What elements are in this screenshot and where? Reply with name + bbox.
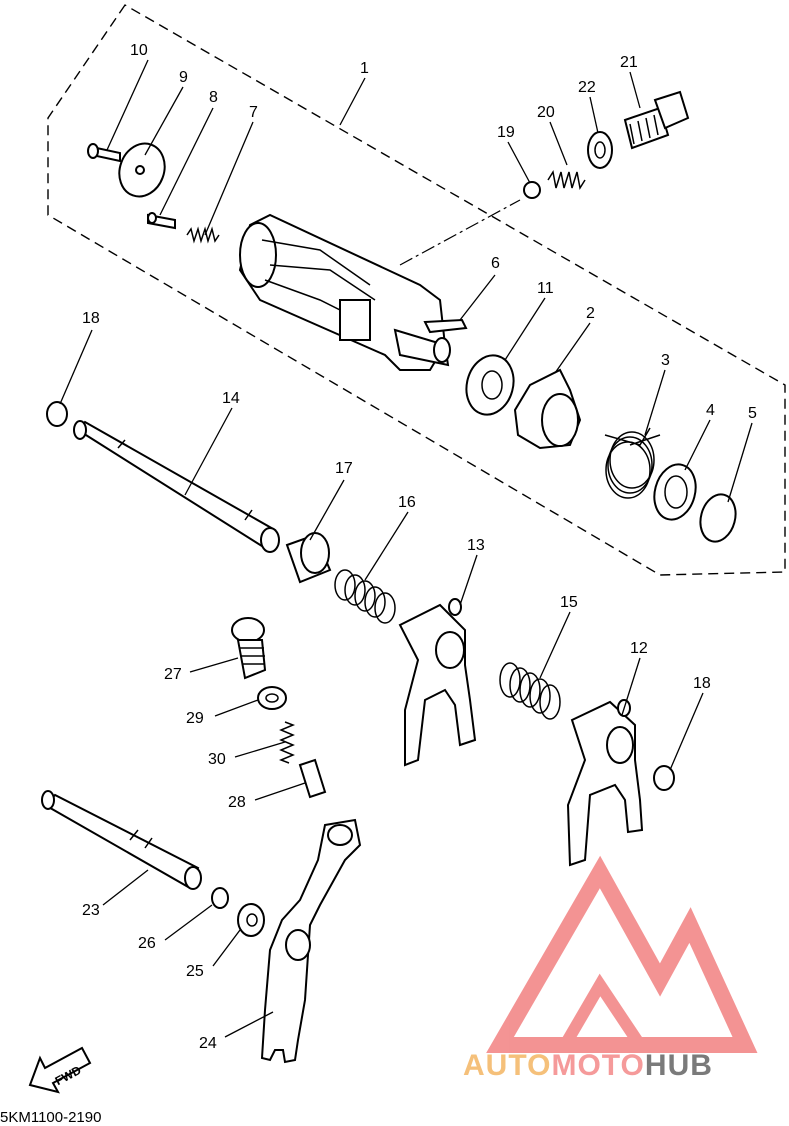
- watermark-moto: MOTO: [551, 1049, 644, 1082]
- watermark-text: AUTOMOTOHUB: [463, 1049, 713, 1082]
- callout-24: 24: [199, 1035, 217, 1052]
- callout-29: 29: [186, 710, 204, 727]
- washer-29: [257, 686, 287, 710]
- watermark-hub: HUB: [645, 1049, 713, 1082]
- callout-1: 1: [360, 60, 369, 77]
- shift-segment: [513, 368, 582, 450]
- callout-4: 4: [706, 402, 715, 419]
- watermark-logo-icon: [486, 855, 758, 1053]
- bolt-27: [231, 617, 267, 680]
- callout-14: 14: [222, 390, 240, 407]
- circlip-18-right: [653, 765, 675, 791]
- callout-10: 10: [130, 42, 148, 59]
- callout-25: 25: [186, 963, 204, 980]
- plug-bolt: [623, 90, 690, 150]
- spring-16: [334, 569, 396, 624]
- callout-12: 12: [630, 640, 648, 657]
- callout-5: 5: [748, 405, 757, 422]
- pin-28: [298, 758, 327, 799]
- callout-7: 7: [249, 104, 258, 121]
- callout-2: 2: [586, 305, 595, 322]
- callout-21: 21: [620, 54, 638, 71]
- shift-drum: [238, 213, 451, 371]
- callout-15: 15: [560, 594, 578, 611]
- leader-lines: [59, 59, 753, 1038]
- drum-axis: [399, 199, 521, 266]
- callout-30: 30: [208, 751, 226, 768]
- callout-16: 16: [398, 494, 416, 511]
- callout-28: 28: [228, 794, 246, 811]
- shift-fork-12: [566, 699, 644, 867]
- shift-fork-13: [398, 598, 477, 767]
- shift-fork-24: [260, 818, 362, 1064]
- callout-labels: 1 2 3 4 5 6 7 8 9 10 11 12 13 14 15 16 1…: [82, 42, 757, 1052]
- callout-23: 23: [82, 902, 100, 919]
- callout-18-right: 18: [693, 675, 711, 692]
- washer-22: [587, 131, 613, 169]
- callout-6: 6: [491, 255, 500, 272]
- circlip-26: [211, 887, 229, 909]
- bushing: [285, 532, 332, 584]
- forward-direction-arrow: FWD: [28, 1046, 92, 1094]
- washer-11: [465, 354, 515, 416]
- circlip-18-left: [46, 401, 68, 427]
- callout-9: 9: [179, 69, 188, 86]
- torsion-spring: [604, 427, 661, 499]
- callout-27: 27: [164, 666, 182, 683]
- callout-19: 19: [497, 124, 515, 141]
- ball: [523, 181, 541, 199]
- callout-3: 3: [661, 352, 670, 369]
- detent-spring: [547, 169, 586, 191]
- small-spring: [186, 226, 220, 244]
- drawing-code: 5KM1100-2190: [0, 1109, 101, 1126]
- callout-17: 17: [335, 460, 353, 477]
- callout-8: 8: [209, 89, 218, 106]
- spring-15: [499, 662, 561, 720]
- callout-22: 22: [578, 79, 596, 96]
- callout-18-left: 18: [82, 310, 100, 327]
- fork-shaft: [73, 420, 280, 553]
- shift-shaft: [41, 790, 202, 890]
- washer-25: [237, 903, 265, 937]
- assembly-boundary: [47, 4, 786, 576]
- watermark-auto: AUTO: [463, 1049, 551, 1082]
- callout-13: 13: [467, 537, 485, 554]
- svg-text:AUTOMOTOHUB: AUTOMOTOHUB: [463, 1049, 713, 1082]
- spring-30: [278, 721, 296, 764]
- callout-26: 26: [138, 935, 156, 952]
- circlip-5: [699, 493, 737, 543]
- callout-11: 11: [537, 280, 554, 297]
- callout-20: 20: [537, 104, 555, 121]
- washer-4: [653, 463, 697, 521]
- pin: [423, 318, 468, 334]
